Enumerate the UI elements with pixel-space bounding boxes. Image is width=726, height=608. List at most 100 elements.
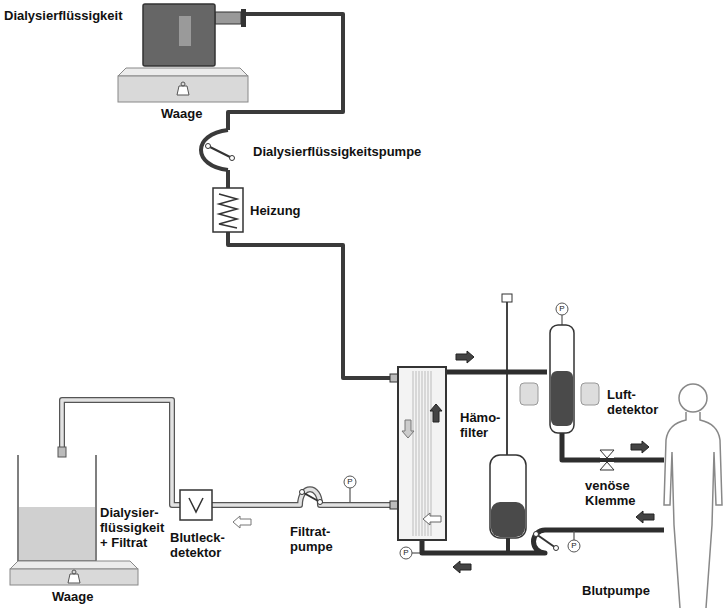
scale: Waage: [10, 561, 138, 585]
tube-path: [226, 170, 230, 188]
heater-box: [213, 188, 243, 232]
sensor-stub: [349, 488, 350, 503]
inlet-fitting: [58, 447, 66, 457]
clamp-block: [581, 383, 599, 405]
drip-chamber: [550, 325, 574, 433]
tube-connector: [562, 433, 600, 460]
fluid-bag-shape: [143, 4, 215, 66]
chamber-blood: [491, 502, 525, 537]
fluid-bag-body: [143, 4, 215, 66]
flow-arrow: [430, 404, 442, 422]
pressure-label: P: [571, 542, 576, 550]
pressure-label: P: [347, 478, 352, 486]
scale-shape: [10, 561, 138, 585]
patient-body: [664, 412, 722, 608]
rotor-roller: [534, 532, 539, 537]
venous-clamp-shape: [600, 450, 614, 470]
weight-ring: [72, 570, 76, 574]
pressure-sensor: [568, 540, 580, 552]
tube-path: [330, 503, 398, 507]
filter-fiber: [416, 371, 417, 536]
blood-leak-detector-shape: [180, 490, 212, 520]
tube-connector: [330, 505, 398, 506]
blood-level: [551, 371, 573, 426]
outlet-stub: [390, 501, 398, 509]
heater-coil: [219, 194, 237, 228]
patient-figure: [664, 384, 722, 608]
component-label: Waage: [161, 106, 202, 121]
rotor-roller: [206, 144, 211, 149]
pump-rotor: [536, 534, 556, 548]
arterial-line: [565, 528, 664, 533]
filter-fiber: [431, 371, 432, 536]
patient-head: [679, 384, 707, 412]
tube-path: [212, 503, 290, 507]
collection-container: Dialysier- flüssigkeit + Filtrat: [18, 455, 96, 561]
tube-connector: [228, 232, 398, 378]
tube-cap: [502, 294, 512, 302]
tube-connector: [212, 505, 290, 506]
venous-line: [614, 458, 664, 463]
heater-shape: [213, 188, 243, 232]
clamp-jaw: [600, 462, 614, 470]
tube-connector: [228, 170, 229, 188]
component-label: Waage: [52, 589, 93, 604]
rotor-roller: [318, 500, 323, 505]
filter-fiber: [425, 371, 426, 536]
filtrate-pump-shape: [290, 488, 330, 516]
scale-top: [118, 68, 248, 76]
air-detector: Luft- detektor: [547, 325, 577, 433]
collected-fluid: [19, 507, 95, 560]
component-label: Blutpumpe: [582, 583, 650, 598]
collection-container-shape: [18, 455, 96, 561]
flow-arrow: [233, 516, 251, 528]
tube-path: [422, 540, 520, 553]
filter-fiber: [413, 371, 414, 536]
blood-pump: Blutpumpe: [520, 515, 565, 560]
pump-tube: [520, 530, 565, 553]
hemofilter: Hämo- filter: [398, 367, 446, 540]
weight-icon: [68, 574, 80, 583]
scale-top: [10, 561, 138, 569]
flow-arrow: [423, 513, 441, 525]
flow-arrow: [453, 561, 471, 573]
clamp-jaw: [600, 450, 614, 458]
pressure-label: P: [403, 549, 408, 557]
roller-pump: Dialysierflüssigkeitspumpe: [208, 130, 248, 170]
weight-ring: [181, 82, 185, 86]
scale-body: [10, 569, 138, 585]
bag-sticker: [179, 16, 191, 46]
component-label: Heizung: [250, 203, 301, 218]
rotor-roller: [230, 156, 235, 161]
pump-tube: [290, 489, 330, 505]
rotor-roller: [554, 546, 559, 551]
roller-pump-shape: [208, 130, 248, 170]
flow-arrow: [402, 420, 414, 438]
fitting: [215, 12, 241, 24]
component-label: Dialysierflüssigkeitspumpe: [253, 144, 421, 159]
tube-path: [562, 433, 600, 460]
component-label: Luft- detektor: [607, 387, 663, 417]
pump-rotor: [208, 146, 232, 158]
pressure-sensor: [400, 547, 412, 559]
fluid-bag: Dialysierflüssigkeit: [143, 4, 215, 66]
flow-arrow: [456, 351, 474, 363]
pump-rotor: [302, 492, 320, 502]
tube-connector: [422, 540, 520, 553]
filter-fiber: [419, 371, 420, 536]
component-label: venöse Klemme: [585, 478, 641, 508]
blood-pump-shape: [520, 515, 565, 560]
tube-path: [212, 502, 290, 508]
scale-shape: [118, 68, 248, 102]
tube-path: [62, 400, 180, 505]
weight-icon: [177, 86, 189, 95]
blood-leak-detector: Blutleck- detektor: [180, 490, 212, 520]
component-label: Dialysier- flüssigkeit + Filtrat: [100, 505, 168, 550]
filtrate-pump: Filtrat- pumpe: [290, 488, 330, 516]
tube-connector: [62, 400, 180, 505]
heater: Heizung: [213, 188, 243, 232]
filter-fiber: [428, 371, 429, 536]
tube-path: [62, 400, 180, 505]
clamp-block: [520, 383, 538, 405]
